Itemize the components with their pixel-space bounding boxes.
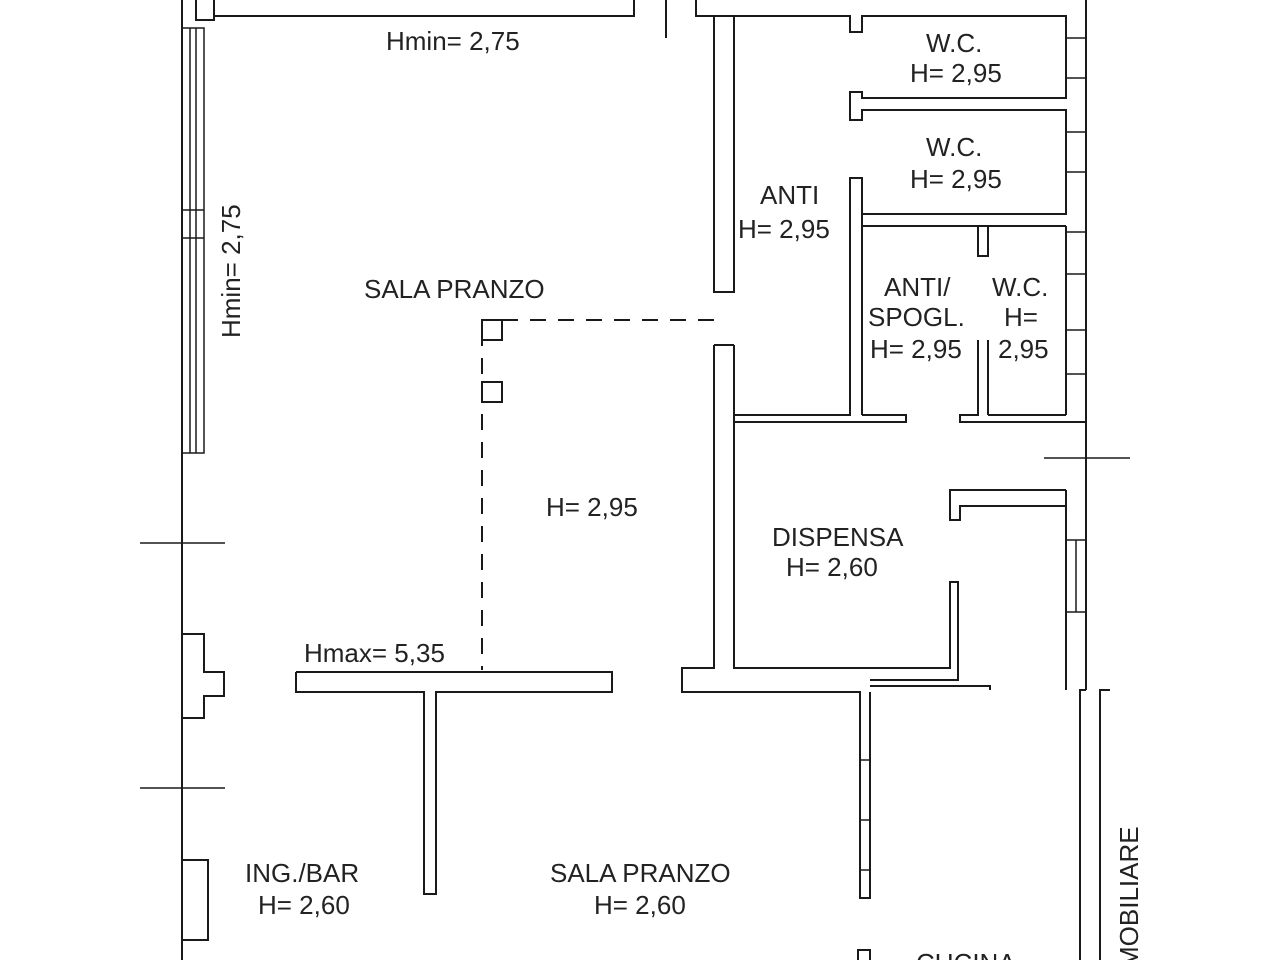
top-wall xyxy=(181,0,718,38)
wc1-name: W.C. xyxy=(926,28,982,58)
anti-spogl-height: H= 2,95 xyxy=(870,334,962,364)
wc2-height: H= 2,95 xyxy=(910,164,1002,194)
central-partition xyxy=(681,15,871,899)
anti-name: ANTI xyxy=(760,180,819,210)
hmin-top-label: Hmin= 2,75 xyxy=(386,26,520,56)
sala-pranzo-bottom-name: SALA PRANZO xyxy=(550,858,731,888)
wc3-name: W.C. xyxy=(992,272,1048,302)
left-exterior-wall xyxy=(140,0,225,960)
dispensa-walls xyxy=(733,422,1067,690)
anti-spogl-name-1: ANTI/ xyxy=(884,272,951,302)
wc2-name: W.C. xyxy=(926,132,982,162)
sala-pranzo-bottom-height: H= 2,60 xyxy=(594,890,686,920)
ing-bar-name: ING./BAR xyxy=(245,858,359,888)
wc-block xyxy=(734,15,1086,423)
dispensa-name: DISPENSA xyxy=(772,522,904,552)
h-center-label: H= 2,95 xyxy=(546,492,638,522)
sala-pranzo-top-label: SALA PRANZO xyxy=(364,274,545,304)
anti-spogl-name-2: SPOGL. xyxy=(868,302,965,332)
side-label: MOBILIARE xyxy=(1114,826,1144,960)
hmax-label: Hmax= 5,35 xyxy=(304,638,445,668)
right-exterior-wall xyxy=(1044,0,1130,960)
wc3-height-2: 2,95 xyxy=(998,334,1049,364)
cucina-label: CUCINA xyxy=(916,948,1016,960)
hmin-left-label: Hmin= 2,75 xyxy=(216,204,246,338)
t-wall xyxy=(295,671,613,895)
ing-bar-height: H= 2,60 xyxy=(258,890,350,920)
anti-height: H= 2,95 xyxy=(738,214,830,244)
dashed-height-zone xyxy=(481,319,714,670)
cucina-walls xyxy=(857,685,991,960)
dispensa-height: H= 2,60 xyxy=(786,552,878,582)
wc3-height-1: H= xyxy=(1004,302,1038,332)
wc1-height: H= 2,95 xyxy=(910,58,1002,88)
